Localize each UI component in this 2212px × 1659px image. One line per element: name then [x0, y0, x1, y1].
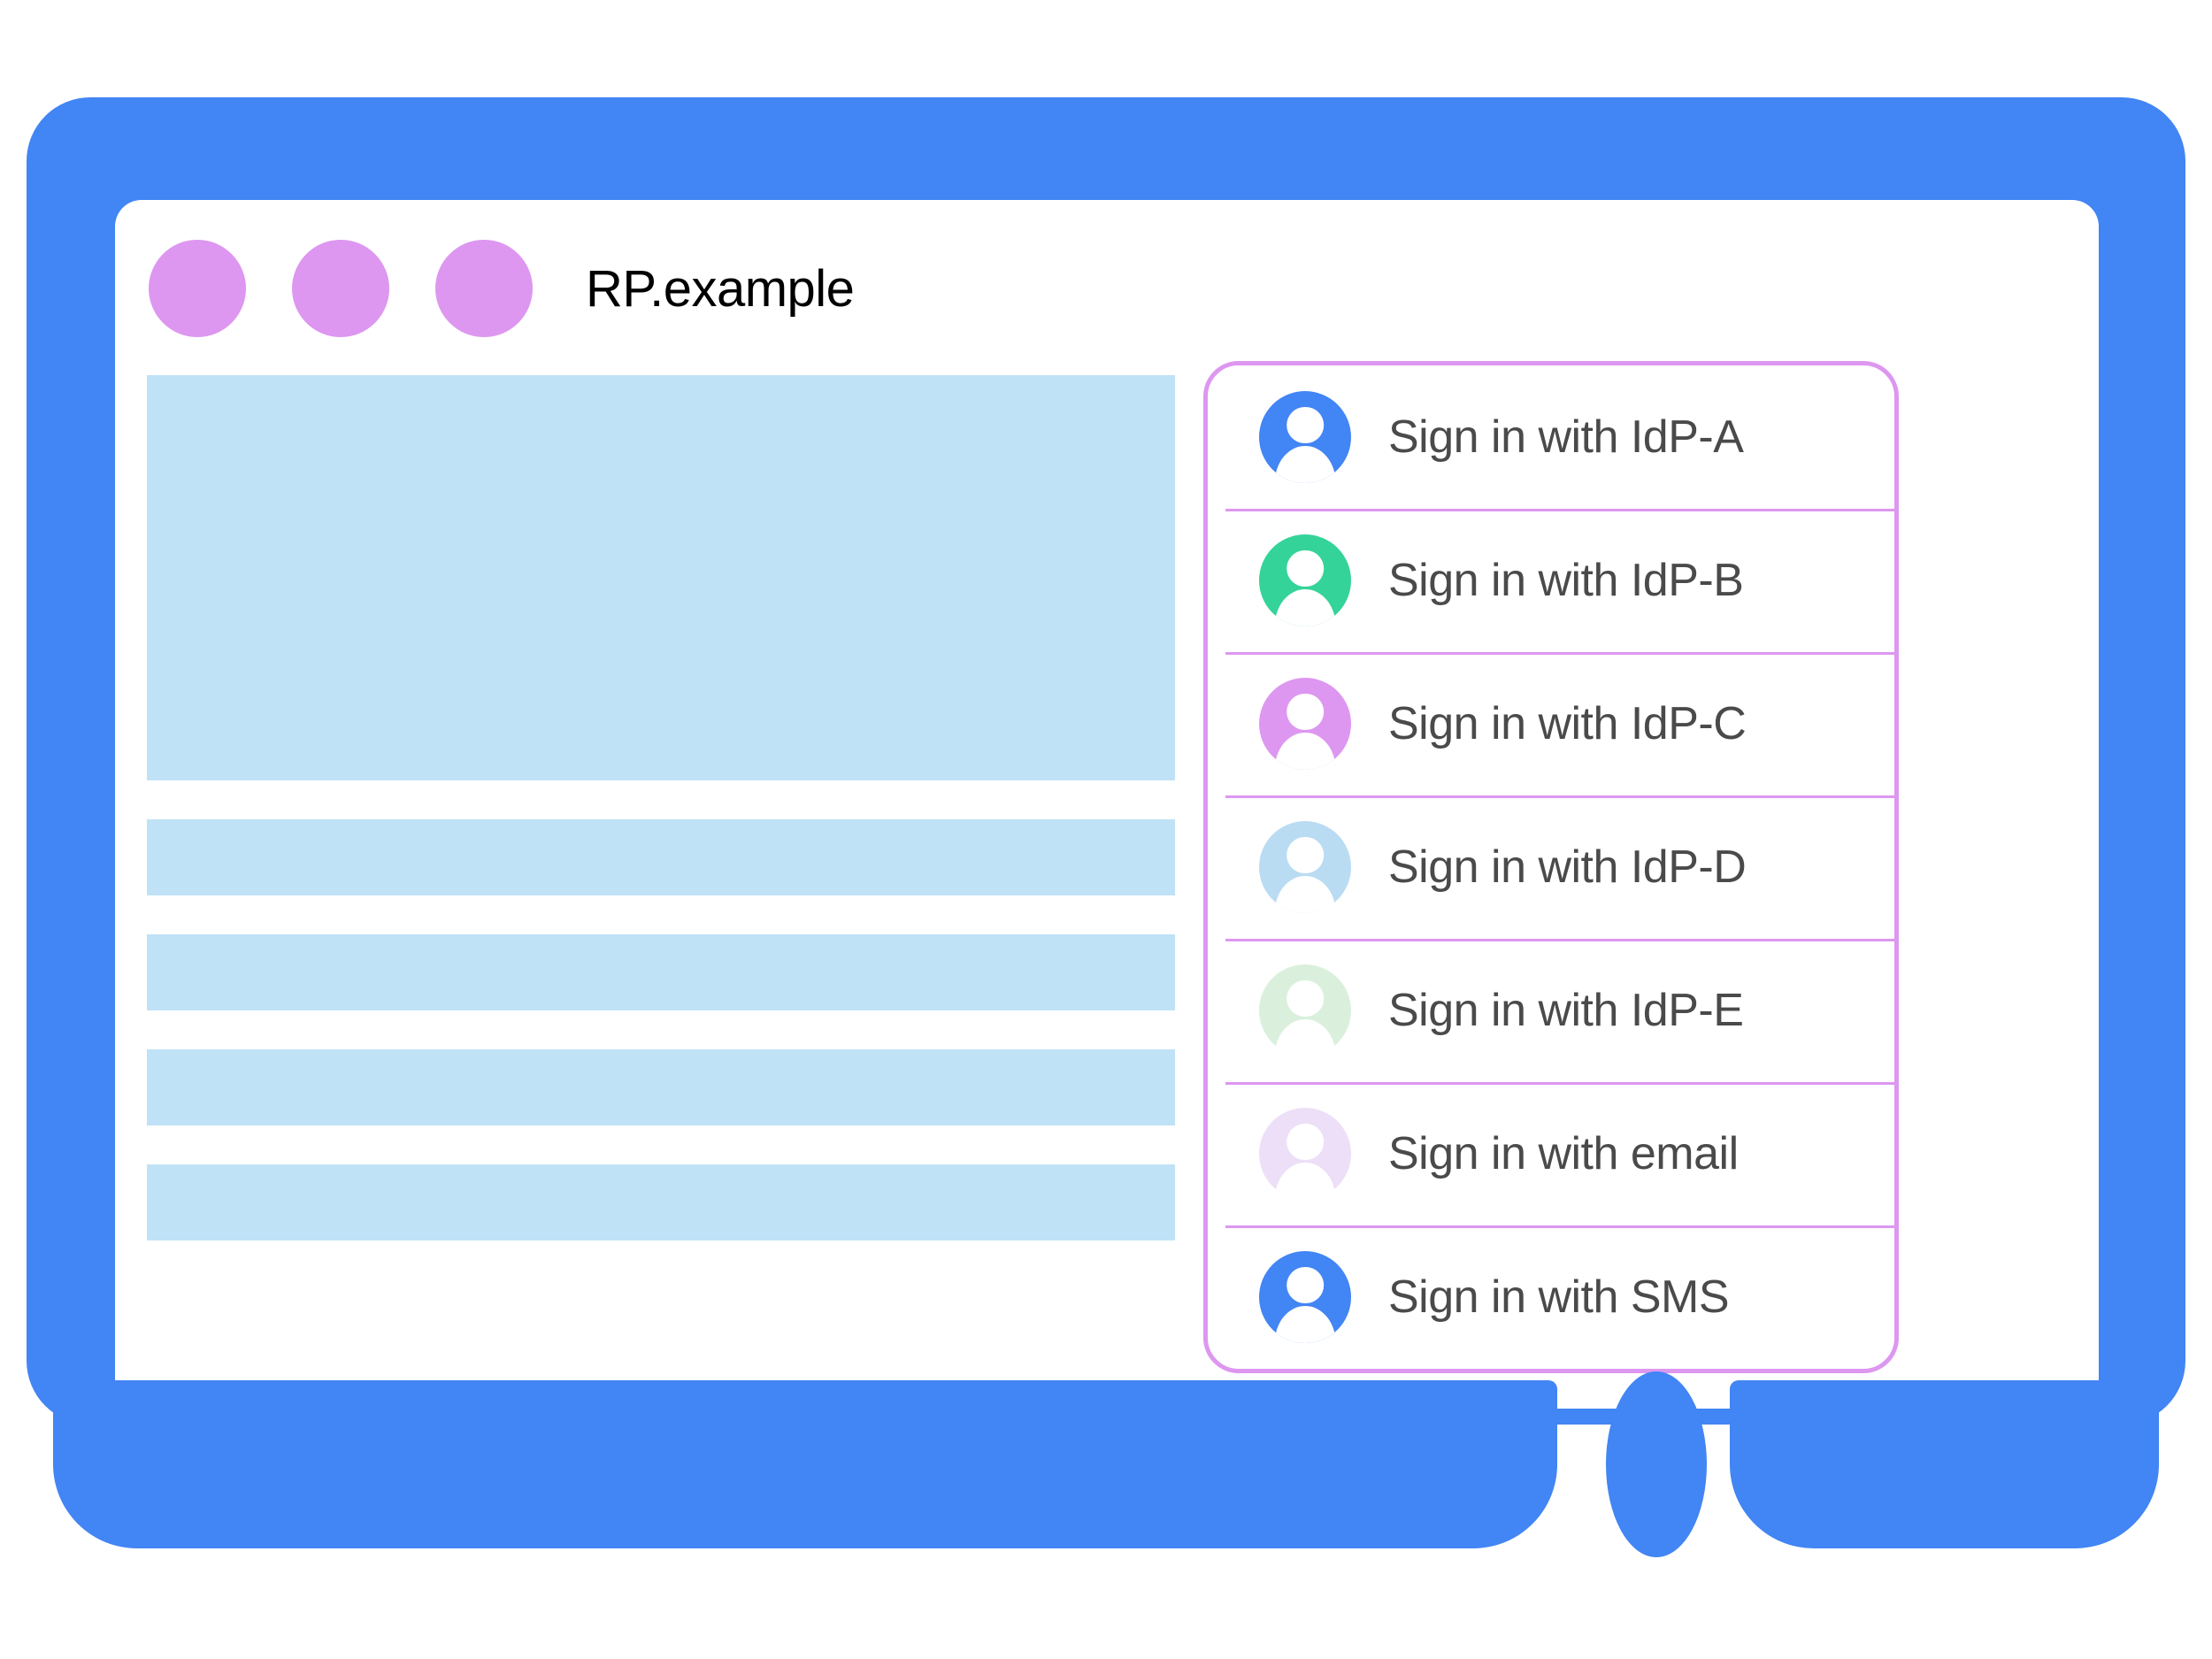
text-placeholder-2: [147, 934, 1175, 1010]
avatar-head-shape: [1286, 1266, 1324, 1304]
account-row[interactable]: Sign in with IdP-D: [1208, 795, 1894, 939]
browser-titlebar: RP.example: [115, 200, 2099, 377]
bottom-bezel-right: [1730, 1380, 2159, 1548]
person-avatar-icon: [1259, 534, 1351, 626]
text-placeholder-1: [147, 819, 1175, 895]
account-label: Sign in with IdP-C: [1388, 698, 1747, 749]
account-row[interactable]: Sign in with IdP-C: [1208, 652, 1894, 795]
account-row[interactable]: Sign in with SMS: [1208, 1225, 1894, 1369]
account-label: Sign in with IdP-B: [1388, 555, 1744, 606]
person-avatar-icon: [1259, 391, 1351, 483]
account-row[interactable]: Sign in with IdP-A: [1208, 365, 1894, 509]
account-label: Sign in with IdP-E: [1388, 985, 1744, 1036]
home-button[interactable]: [1606, 1371, 1707, 1557]
avatar-body-shape: [1274, 733, 1336, 770]
account-row[interactable]: Sign in with email: [1208, 1082, 1894, 1225]
window-dot-maximize-icon[interactable]: [435, 240, 533, 337]
avatar-body-shape: [1274, 446, 1336, 483]
text-placeholder-3: [147, 1049, 1175, 1125]
window-dot-minimize-icon[interactable]: [292, 240, 389, 337]
avatar-body-shape: [1274, 589, 1336, 626]
avatar-body-shape: [1274, 1163, 1336, 1200]
hero-placeholder: [147, 375, 1175, 780]
account-chooser-dialog: Sign in with IdP-A Sign in with IdP-B Sign…: [1203, 361, 1899, 1373]
account-row[interactable]: Sign in with IdP-E: [1208, 939, 1894, 1082]
avatar-head-shape: [1286, 1123, 1324, 1161]
page-content-placeholders: [147, 375, 1175, 1279]
account-label: Sign in with SMS: [1388, 1271, 1730, 1323]
account-label: Sign in with IdP-A: [1388, 411, 1744, 463]
account-row[interactable]: Sign in with IdP-B: [1208, 509, 1894, 652]
window-controls: [149, 240, 533, 337]
avatar-head-shape: [1286, 693, 1324, 731]
avatar-head-shape: [1286, 549, 1324, 588]
person-avatar-icon: [1259, 1108, 1351, 1200]
avatar-head-shape: [1286, 406, 1324, 444]
person-avatar-icon: [1259, 964, 1351, 1056]
person-avatar-icon: [1259, 1251, 1351, 1343]
account-label: Sign in with email: [1388, 1128, 1739, 1179]
bottom-bezel-left: [53, 1380, 1557, 1548]
account-label: Sign in with IdP-D: [1388, 841, 1747, 893]
avatar-body-shape: [1274, 876, 1336, 913]
avatar-head-shape: [1286, 836, 1324, 874]
window-dot-close-icon[interactable]: [149, 240, 246, 337]
person-avatar-icon: [1259, 821, 1351, 913]
avatar-head-shape: [1286, 979, 1324, 1018]
avatar-body-shape: [1274, 1019, 1336, 1056]
text-placeholder-4: [147, 1164, 1175, 1240]
device-bottom-bezel: [27, 1329, 2185, 1575]
page-title: RP.example: [586, 259, 855, 318]
person-avatar-icon: [1259, 678, 1351, 770]
